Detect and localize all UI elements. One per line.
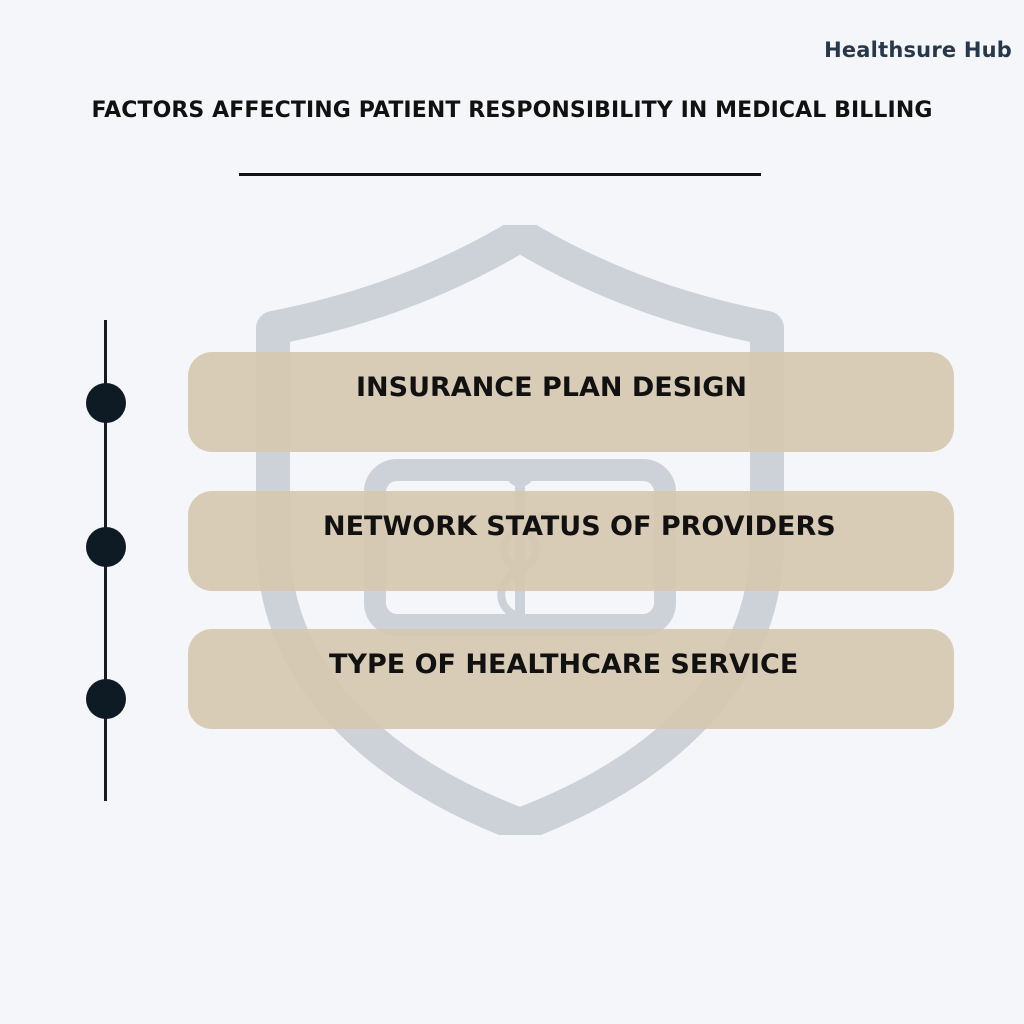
timeline-dot (86, 679, 126, 719)
factor-card-network-status: NETWORK STATUS OF PROVIDERS (188, 491, 954, 591)
page-title: FACTORS AFFECTING PATIENT RESPONSIBILITY… (91, 98, 933, 123)
brand-name: Healthsure Hub (824, 38, 1012, 62)
factor-card-type-of-service: TYPE OF HEALTHCARE SERVICE (188, 629, 954, 729)
timeline-dot (86, 383, 126, 423)
factor-label: TYPE OF HEALTHCARE SERVICE (329, 649, 799, 680)
factor-card-insurance-plan-design: INSURANCE PLAN DESIGN (188, 352, 954, 452)
factor-label: INSURANCE PLAN DESIGN (356, 372, 747, 403)
timeline-dot (86, 527, 126, 567)
factor-label: NETWORK STATUS OF PROVIDERS (323, 511, 836, 542)
title-underline (239, 173, 761, 176)
